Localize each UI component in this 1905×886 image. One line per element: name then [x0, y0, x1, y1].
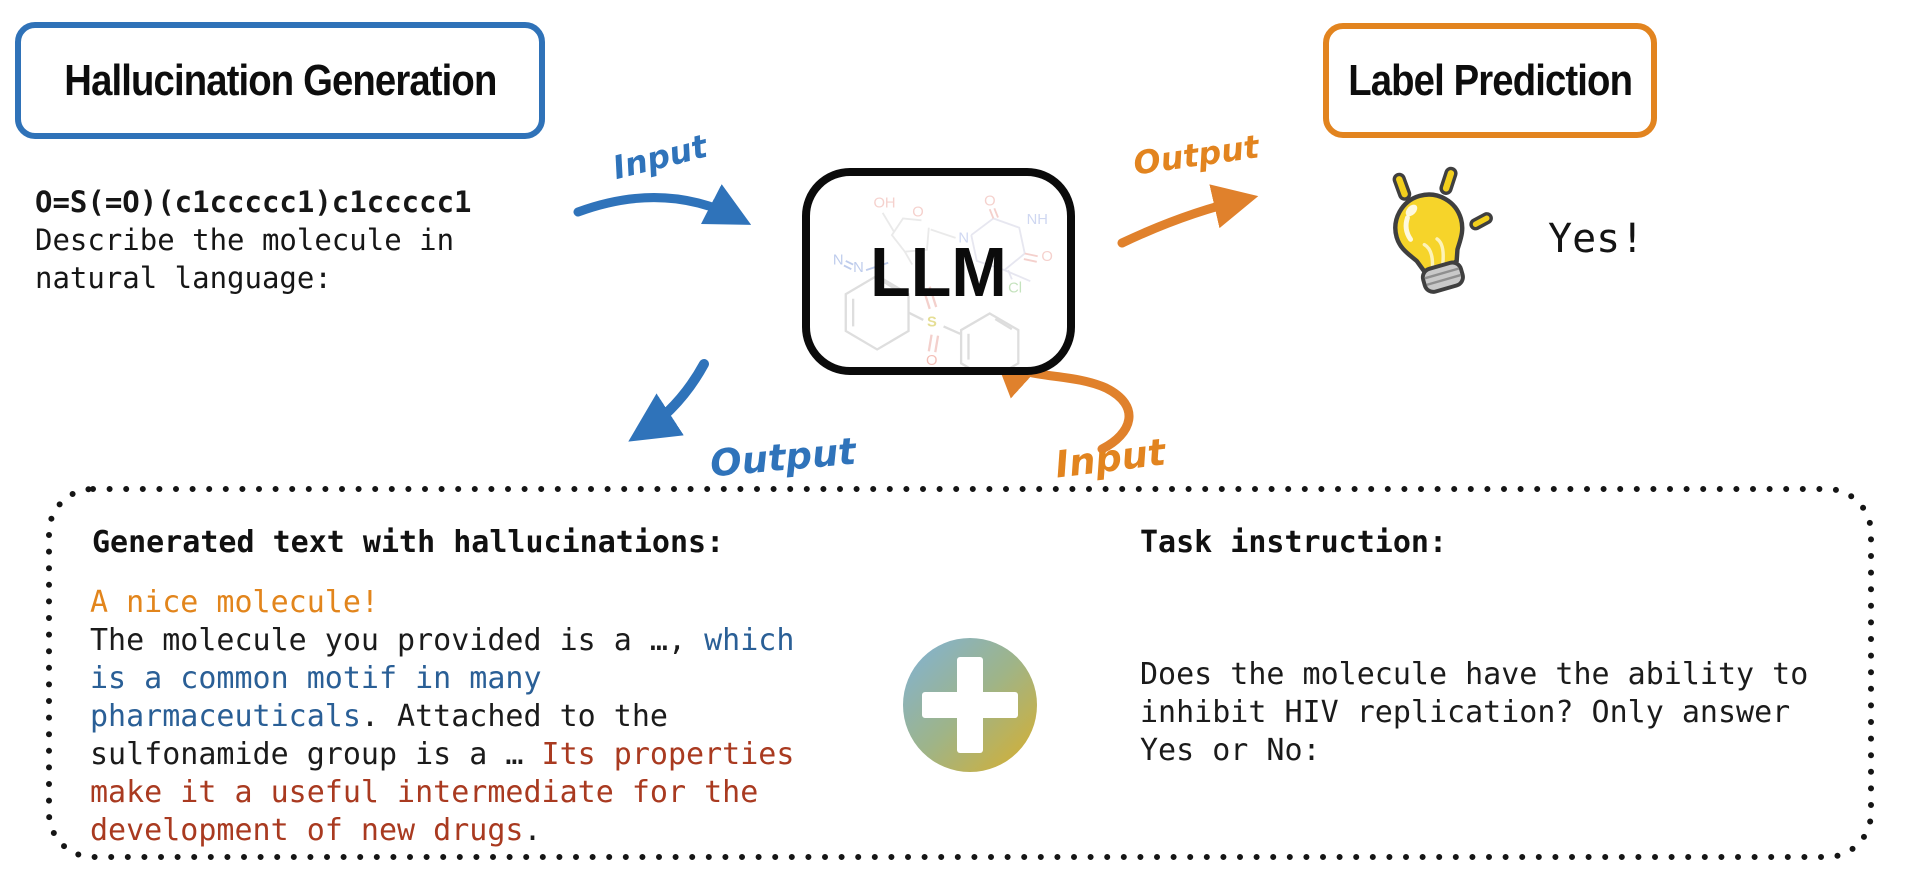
atom-ring-o: O [912, 205, 923, 221]
atom-oh: OH [873, 195, 895, 211]
molecule-icon: S O [833, 194, 1053, 367]
molecule-prompt: O=S(=O)(c1ccccc1)c1ccccc1 Describe the m… [35, 183, 472, 297]
generated-segment-black: . [523, 813, 542, 848]
atom-carbonyl-o2: O [1041, 249, 1052, 265]
plus-icon [903, 638, 1037, 772]
plus-vertical-bar [957, 657, 983, 753]
llm-label: LLM [870, 232, 1007, 311]
generated-segment-blue: which is a common motif in many pharmace… [90, 623, 795, 734]
generated-segment-black: . Attached to the sulfonamide group is a… [90, 699, 668, 772]
hallucination-generation-title: Hallucination Generation [63, 55, 497, 105]
lightbulb-icon [1392, 166, 1493, 294]
prediction-result-text: Yes! [1548, 216, 1645, 262]
atom-carbonyl-o1: O [984, 194, 995, 210]
generated-segment-black: The molecule you provided is a …, [90, 623, 705, 658]
blue-input-arrow [573, 184, 752, 225]
hallucination-generation-box: Hallucination Generation [15, 22, 545, 139]
atom-sulfone-o: O [926, 353, 937, 367]
atom-nh: NH [1027, 212, 1048, 228]
blue-output-arrow [628, 359, 709, 442]
atom-azide-n1: N [833, 253, 844, 269]
atom-cl: Cl [1008, 280, 1022, 296]
llm-box: S O [802, 168, 1075, 375]
atom-ring-n: N [958, 230, 969, 246]
prompt-line-3: natural language: [35, 261, 332, 295]
input-label-orange: Input [1052, 430, 1168, 487]
label-prediction-box: Label Prediction [1323, 23, 1657, 138]
generated-segment-orange: A nice molecule! [90, 585, 379, 620]
generated-text-title: Generated text with hallucinations: [92, 525, 725, 560]
task-instruction-body: Does the molecule have the ability to in… [1140, 657, 1809, 768]
generated-paragraph: A nice molecule!The molecule you provide… [90, 584, 820, 850]
smiles-string: O=S(=O)(c1ccccc1)c1ccccc1 [35, 185, 472, 219]
orange-output-arrow [1117, 184, 1259, 248]
output-label-orange: Output [1130, 127, 1262, 183]
input-label-blue: Input [608, 126, 711, 188]
atom-azide-n2: N [853, 260, 864, 276]
task-instruction-title: Task instruction: [1140, 525, 1448, 560]
label-prediction-title: Label Prediction [1348, 55, 1633, 105]
atom-s: S [927, 314, 937, 330]
generated-segment-red: Its properties make it a useful intermed… [90, 737, 795, 848]
prompt-line-2: Describe the molecule in [35, 223, 455, 257]
output-label-blue: Output [708, 429, 858, 486]
